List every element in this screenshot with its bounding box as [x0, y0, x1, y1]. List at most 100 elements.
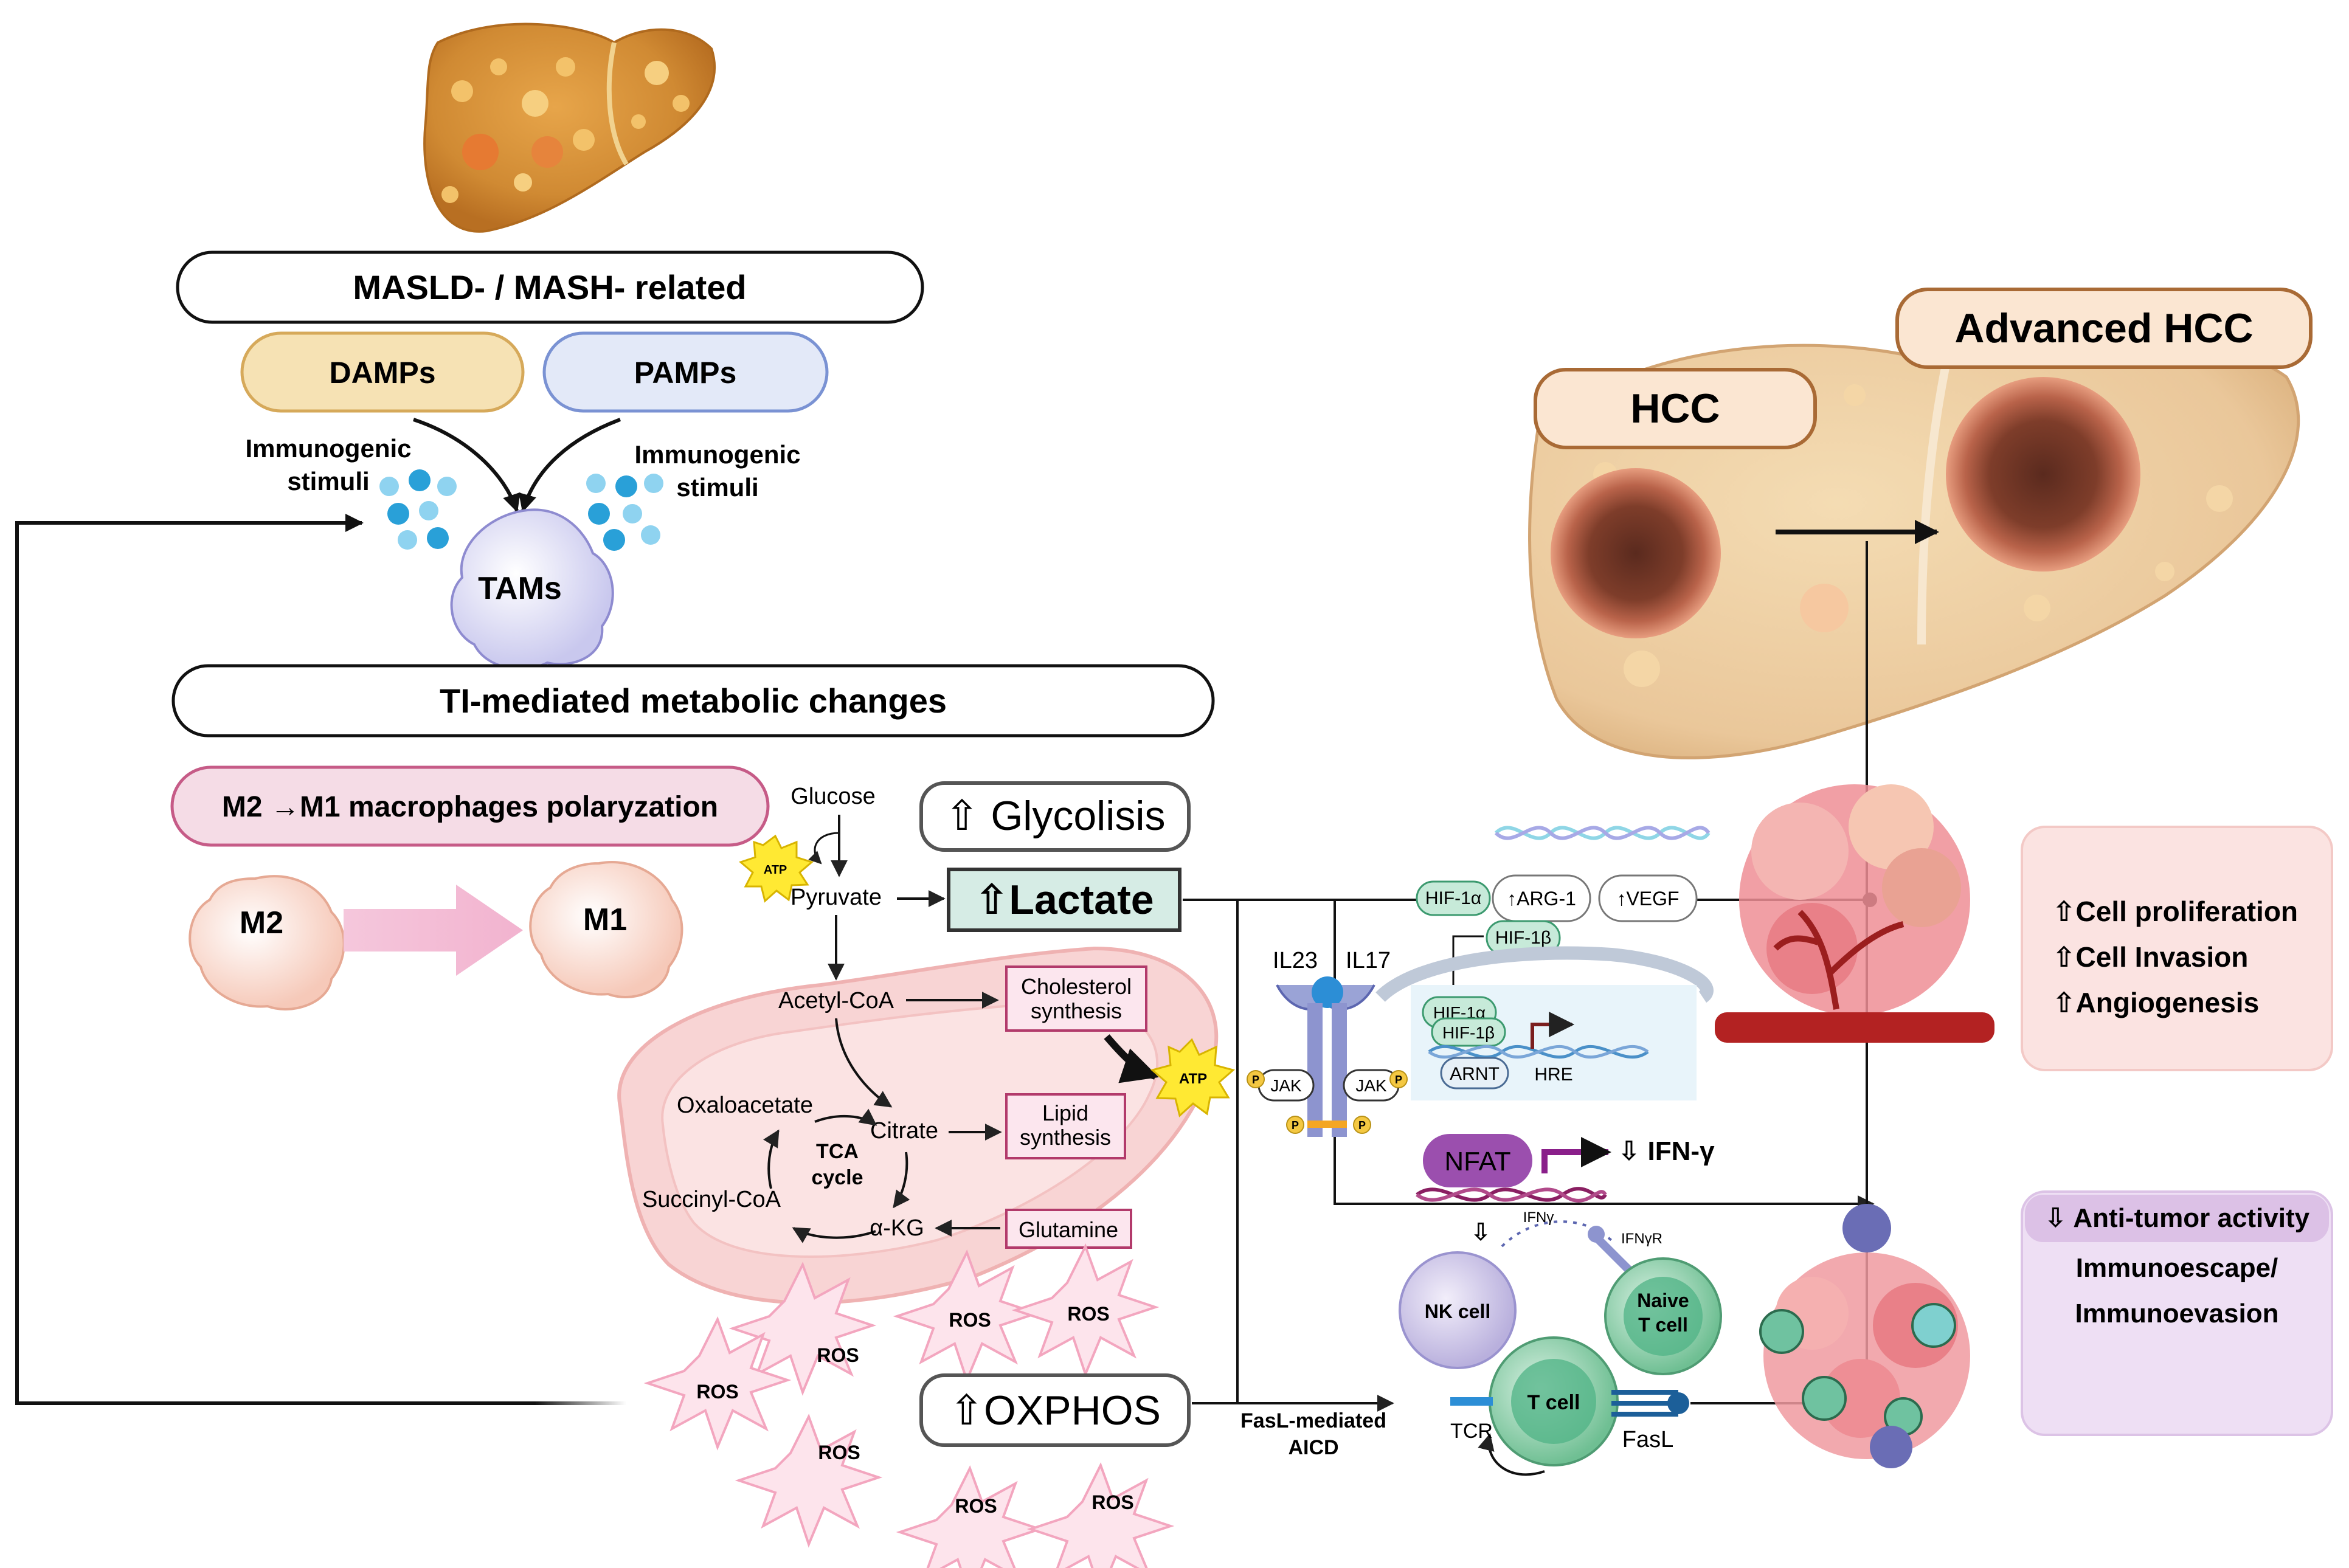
- fasl-aicd-line2: AICD: [1288, 1436, 1338, 1459]
- atp-top-label: ATP: [764, 863, 787, 877]
- glycolisis-label: ⇧ Glycolisis: [944, 793, 1165, 839]
- t-cell-label: T cell: [1527, 1391, 1580, 1414]
- lactate-box: [947, 868, 1181, 932]
- tca-line1: TCA: [816, 1140, 859, 1163]
- stimuli-right-line1: Immunogenic: [634, 440, 800, 469]
- arnt-pill: [1440, 1057, 1509, 1090]
- hif1b-nuclear-pill: [1431, 1017, 1506, 1047]
- phospho-p-icons: [1247, 1070, 1408, 1134]
- oxphos-label: ⇧OXPHOS: [949, 1387, 1161, 1434]
- advanced-hcc-pill: [1895, 288, 2313, 369]
- proliferation-box: [2021, 826, 2333, 1071]
- polarization-label: M2 →M1 macrophages polaryzation: [222, 791, 718, 823]
- down-arrow-symbol: ⇩: [1470, 1219, 1491, 1246]
- lipid-line2: synthesis: [1020, 1125, 1111, 1150]
- lactate-label: ⇧Lactate: [974, 877, 1154, 923]
- m1-label: M1: [583, 902, 627, 938]
- arg1-label: ↑ARG-1: [1507, 888, 1576, 910]
- hre-transcription-arrow-icon: [1531, 1012, 1575, 1049]
- ros-label-5: ROS: [818, 1442, 860, 1463]
- m2-cell-icon: [189, 875, 345, 1010]
- pamps-pill: [542, 331, 829, 413]
- tams-label: TAMs: [478, 571, 562, 606]
- hif1a-pill: [1416, 880, 1491, 916]
- pamps-label: PAMPs: [634, 356, 737, 390]
- naive-line1: Naive: [1637, 1290, 1689, 1311]
- glucose-label: Glucose: [790, 784, 875, 809]
- ifng-small-label: IFNγ: [1523, 1209, 1554, 1226]
- ros-label-1: ROS: [817, 1344, 859, 1366]
- nfat-label: NFAT: [1444, 1147, 1510, 1176]
- fasl-aicd-line1: FasL-mediated: [1240, 1409, 1386, 1432]
- ifngr-label: IFNγR: [1621, 1231, 1662, 1247]
- il23-label: IL23: [1273, 948, 1318, 973]
- p-label-1: P: [1252, 1074, 1259, 1086]
- hcc-pill: [1534, 368, 1817, 449]
- feedback-loop-line: [15, 514, 626, 1405]
- akg-label: α-KG: [870, 1215, 924, 1241]
- vegf-pill: [1598, 874, 1698, 922]
- lipid-line1: Lipid: [1042, 1100, 1088, 1125]
- glycolisis-pill: [919, 781, 1191, 852]
- ros-label-7: ROS: [1091, 1491, 1133, 1513]
- arnt-label: ARNT: [1450, 1064, 1500, 1084]
- oxphos-pill: [919, 1373, 1191, 1447]
- atp-mid-label: ATP: [1179, 1071, 1207, 1087]
- naive-line2: T cell: [1638, 1314, 1688, 1336]
- ros-label-6: ROS: [955, 1495, 997, 1517]
- glutamine-box: [1005, 1209, 1132, 1249]
- stimuli-left-line1: Immunogenic: [245, 434, 411, 463]
- hif1b-nuclear-label: HIF-1β: [1442, 1023, 1495, 1042]
- masld-banner: [176, 250, 924, 324]
- ti-banner-label: TI-mediated metabolic changes: [440, 682, 947, 720]
- tca-cycle-arrow-4: [763, 1129, 780, 1189]
- cholesterol-box: [1005, 965, 1147, 1032]
- advanced-hcc-label: Advanced HCC: [1954, 305, 2253, 351]
- stimuli-right-line2: stimuli: [676, 473, 758, 502]
- tca-cycle-arrow-3: [792, 1227, 876, 1243]
- nk-cell-label: NK cell: [1425, 1300, 1490, 1322]
- tumor-vessel-icon: [1715, 784, 1994, 1043]
- hcc-label: HCC: [1630, 385, 1720, 432]
- dna-helix-hre-icon: [1428, 1045, 1649, 1059]
- tumor-immune-cluster-icon: [1759, 1204, 1970, 1468]
- glutamine-label: Glutamine: [1019, 1217, 1118, 1242]
- stimuli-dots-icon: [379, 469, 663, 551]
- naive-t-cell-icon: [1604, 1257, 1722, 1375]
- fasl-label: FasL: [1622, 1427, 1673, 1452]
- citrate-label: Citrate: [870, 1118, 938, 1144]
- invasion-label: ⇧Cell Invasion: [2052, 941, 2248, 973]
- pink-arrow-icon: [344, 885, 523, 976]
- il17-label: IL17: [1346, 948, 1391, 973]
- tcr-label: TCR: [1450, 1420, 1493, 1443]
- damps-label: DAMPs: [329, 356, 435, 390]
- pyruvate-label: Pyruvate: [790, 885, 882, 910]
- angiogenesis-label: ⇧Angiogenesis: [2052, 987, 2259, 1018]
- fatty-liver-icon: [423, 22, 716, 233]
- ros-burst-group: [643, 1243, 1175, 1568]
- polarization-pill: [170, 765, 770, 847]
- oxaloacetate-label: Oxaloacetate: [677, 1093, 813, 1118]
- anti-tumor-box: [2021, 1190, 2333, 1436]
- tca-cycle-arrow-2: [893, 1152, 910, 1209]
- succinyl-coa-label: Succinyl-CoA: [642, 1187, 781, 1212]
- tcr-receptor-icon: [1450, 1397, 1493, 1406]
- ti-banner: [171, 664, 1215, 737]
- nfat-pill: [1423, 1134, 1532, 1187]
- cytokine-receptor-icon: [1276, 976, 1375, 1137]
- tam-cell-icon: [450, 508, 614, 670]
- vegf-label: ↑VEGF: [1616, 888, 1679, 910]
- immuno-line1: Immunoescape/: [2076, 1253, 2278, 1283]
- anti-tumor-header: [2025, 1195, 2329, 1242]
- dna-helix-top-icon: [1494, 826, 1711, 840]
- p-label-2: P: [1395, 1074, 1402, 1086]
- masld-banner-label: MASLD- / MASH- related: [353, 268, 746, 306]
- ifng-transcription-arrow-icon: [1541, 1137, 1611, 1173]
- lipid-box: [1005, 1093, 1126, 1159]
- hif1b-label: HIF-1β: [1495, 928, 1551, 948]
- p-label-4: P: [1358, 1119, 1366, 1131]
- cholesterol-line1: Cholesterol: [1021, 974, 1132, 999]
- fasl-receptor-icon: [1611, 1390, 1678, 1417]
- proliferation-label: ⇧Cell proliferation: [2052, 896, 2298, 927]
